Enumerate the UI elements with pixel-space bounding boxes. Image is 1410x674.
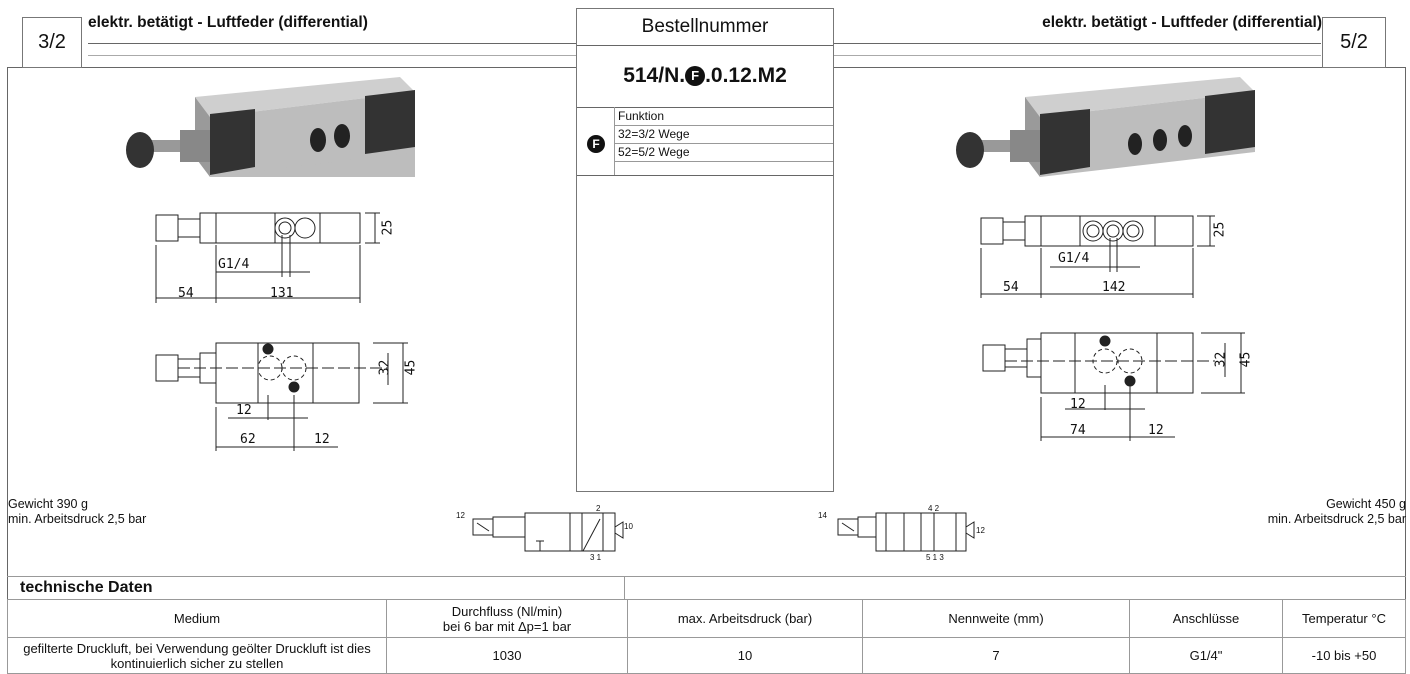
right-dim-12a: 12	[1070, 397, 1086, 412]
function-f-badge: F	[587, 135, 605, 153]
right-title-rule	[834, 43, 1321, 44]
left-title-rule2	[88, 55, 576, 56]
right-title-rule2	[834, 55, 1321, 56]
tech-value-bore: 7	[862, 637, 1130, 674]
tech-header-bore: Nennweite (mm)	[862, 599, 1130, 638]
right-dim-port: G1/4	[1058, 251, 1090, 266]
right-dim-142: 142	[1102, 280, 1126, 295]
right-dim-25: 25	[1212, 221, 1228, 238]
right-title: elektr. betätigt - Luftfeder (differenti…	[1042, 14, 1322, 31]
left-pneumatic-symbol	[472, 512, 624, 552]
tech-heading: technische Daten	[20, 579, 153, 596]
left-dim-45: 45	[403, 359, 419, 376]
left-dim-12b: 12	[314, 432, 330, 447]
tech-value-flow: 1030	[386, 637, 628, 674]
right-min-pressure: min. Arbeitsdruck 2,5 bar	[1267, 512, 1406, 526]
left-tab-label: 3/2	[38, 31, 66, 53]
right-symbol-port-513: 5 1 3	[926, 553, 944, 562]
left-min-pressure: min. Arbeitsdruck 2,5 bar	[8, 512, 147, 526]
tech-header-ports: Anschlüsse	[1129, 599, 1283, 638]
left-dim-54: 54	[178, 286, 194, 301]
right-pneumatic-symbol	[837, 512, 975, 552]
outer-frame-left	[7, 67, 8, 599]
function-option-32: 32=3/2 Wege	[615, 126, 833, 144]
right-dim-32: 32	[1213, 351, 1229, 368]
right-dim-12b: 12	[1148, 423, 1164, 438]
function-label: Funktion	[615, 108, 833, 126]
right-dim-45: 45	[1238, 351, 1254, 368]
tech-value-pressure: 10	[627, 637, 863, 674]
tech-top-rule	[7, 576, 1406, 577]
order-func-vline	[614, 107, 615, 175]
order-number-rule	[577, 107, 833, 108]
left-valve-photo	[126, 77, 415, 177]
left-tab-3-2: 3/2	[22, 17, 82, 68]
order-func-bottom-rule	[577, 175, 833, 176]
tech-header-temperature: Temperatur °C	[1282, 599, 1406, 638]
right-valve-photo	[956, 77, 1255, 177]
right-symbol-port-42: 4 2	[928, 504, 940, 513]
left-symbol-port-31: 3 1	[590, 553, 602, 562]
order-box: Bestellnummer 514/N.F.0.12.M2 Funktion F…	[576, 8, 834, 492]
left-plan-drawing	[155, 342, 408, 451]
right-dim-54: 54	[1003, 280, 1019, 295]
right-symbol-port-14: 14	[818, 511, 827, 520]
right-plan-drawing	[982, 332, 1245, 441]
tech-value-medium: gefilterte Druckluft, bei Verwendung geö…	[7, 637, 387, 674]
function-option-52: 52=5/2 Wege	[615, 144, 833, 162]
right-weight: Gewicht 450 g	[1326, 497, 1406, 511]
order-number-suffix: .0.12.M2	[705, 64, 787, 87]
left-symbol-port-10: 10	[624, 522, 633, 531]
tech-table: Medium Durchfluss (Nl/min)bei 6 bar mit …	[7, 599, 1406, 674]
left-dim-131: 131	[270, 286, 294, 301]
tech-value-ports: G1/4"	[1129, 637, 1283, 674]
left-dim-32: 32	[377, 359, 393, 376]
left-dim-port: G1/4	[218, 257, 250, 272]
tech-header-flow: Durchfluss (Nl/min)bei 6 bar mit Δp=1 ba…	[386, 599, 628, 638]
tech-header-row: Medium Durchfluss (Nl/min)bei 6 bar mit …	[7, 599, 1406, 638]
order-f-badge: F	[685, 66, 706, 87]
tech-header-flow-line2: bei 6 bar mit Δp=1 bar	[442, 618, 572, 634]
left-side-view-drawing	[155, 212, 380, 303]
order-number-prefix: 514/N.	[623, 64, 686, 87]
tech-header-pressure: max. Arbeitsdruck (bar)	[627, 599, 863, 638]
left-weight: Gewicht 390 g	[8, 497, 88, 511]
left-title: elektr. betätigt - Luftfeder (differenti…	[88, 14, 368, 31]
left-symbol-port-12: 12	[456, 511, 465, 520]
tech-heading-divider	[624, 576, 625, 599]
order-heading: Bestellnummer	[641, 16, 769, 37]
right-tab-5-2: 5/2	[1322, 17, 1386, 68]
order-number: 514/N.F.0.12.M2	[577, 64, 833, 88]
order-heading-rule	[577, 45, 833, 46]
right-symbol-port-12: 12	[976, 526, 985, 535]
left-symbol-port-2: 2	[596, 504, 601, 513]
left-dim-62: 62	[240, 432, 256, 447]
right-side-view-drawing	[980, 215, 1215, 298]
tech-header-medium: Medium	[7, 599, 387, 638]
right-dim-74: 74	[1070, 423, 1086, 438]
tech-header-flow-line1: Durchfluss (Nl/min)	[451, 603, 563, 619]
left-dim-12a: 12	[236, 403, 252, 418]
tech-value-temperature: -10 bis +50	[1282, 637, 1406, 674]
outer-frame-right	[1405, 67, 1406, 599]
left-title-rule	[88, 43, 576, 44]
left-dim-25: 25	[380, 219, 396, 236]
tech-value-row: gefilterte Druckluft, bei Verwendung geö…	[7, 637, 1406, 674]
right-tab-label: 5/2	[1340, 31, 1368, 53]
